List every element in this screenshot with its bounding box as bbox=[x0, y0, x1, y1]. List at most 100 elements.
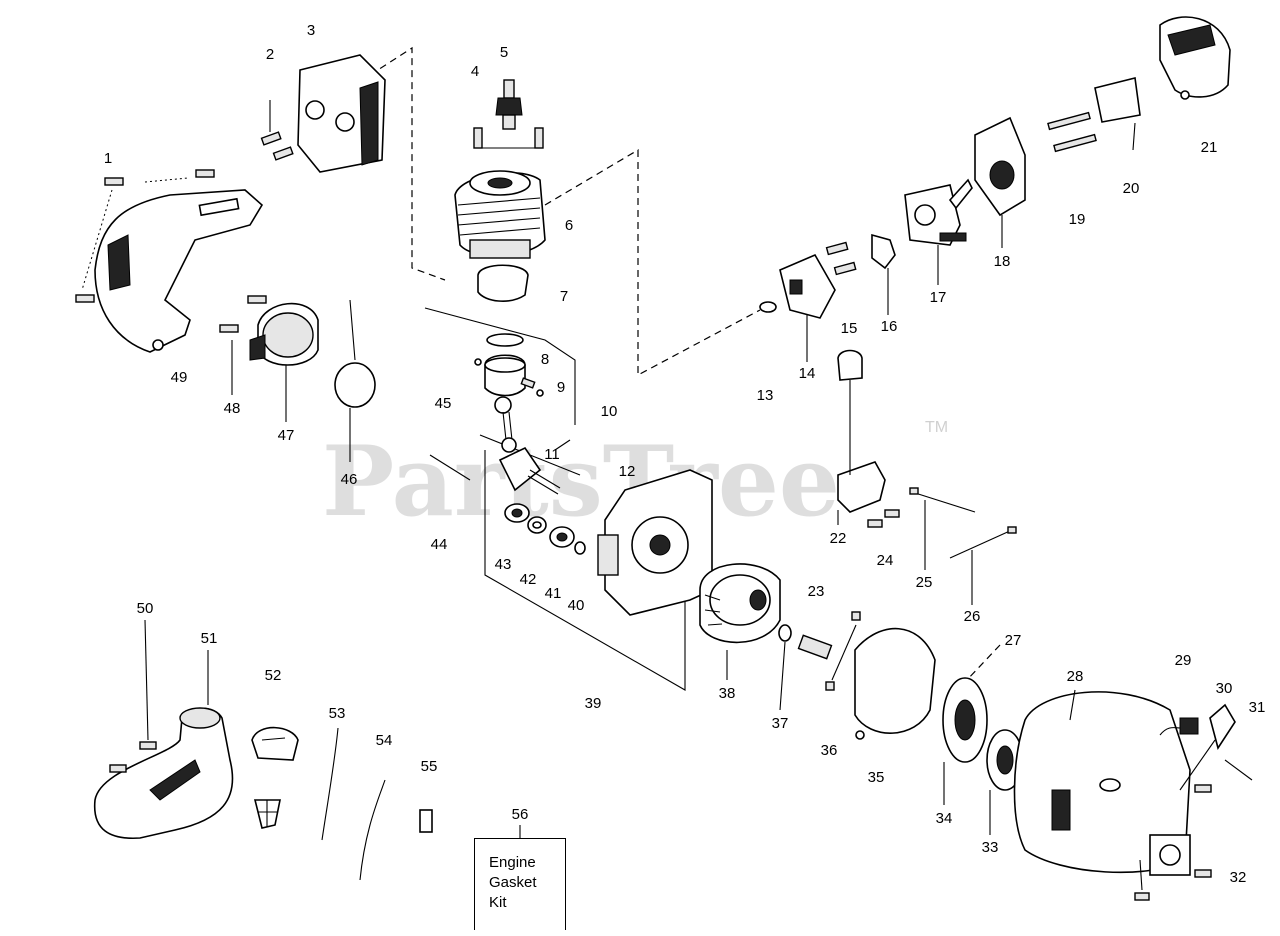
callout-9: 9 bbox=[557, 379, 565, 396]
part-30-handle bbox=[1179, 703, 1236, 791]
callout-23: 23 bbox=[808, 583, 825, 600]
part-43-bearing bbox=[504, 503, 530, 523]
callout-35: 35 bbox=[868, 769, 885, 786]
part-51-fuel-tank bbox=[93, 707, 234, 840]
part-25-wire bbox=[909, 487, 976, 513]
part-10-piston bbox=[474, 354, 544, 397]
part-38-flywheel bbox=[699, 563, 781, 644]
callout-12: 12 bbox=[619, 463, 636, 480]
screws-19 bbox=[1047, 111, 1097, 153]
callout-53: 53 bbox=[329, 705, 346, 722]
part-16-gasket bbox=[871, 233, 896, 270]
screws-24 bbox=[867, 509, 900, 528]
callout-40: 40 bbox=[568, 597, 585, 614]
part-12-crankcase bbox=[597, 469, 713, 616]
kit-label-line-1: Engine bbox=[489, 854, 536, 871]
screws-50 bbox=[109, 741, 157, 773]
part-45-conrod bbox=[494, 396, 517, 453]
callout-14: 14 bbox=[799, 365, 816, 382]
part-54-fuel-line bbox=[359, 779, 386, 881]
callout-2: 2 bbox=[266, 46, 274, 63]
part-3-filter-cover bbox=[297, 54, 386, 173]
part-41-bearing bbox=[549, 526, 586, 555]
callout-30: 30 bbox=[1216, 680, 1233, 697]
callout-42: 42 bbox=[520, 571, 537, 588]
callout-17: 17 bbox=[930, 289, 947, 306]
part-11-crankshaft bbox=[498, 446, 561, 495]
part-17-carburetor bbox=[904, 178, 973, 246]
callout-54: 54 bbox=[376, 732, 393, 749]
watermark-trademark: TM bbox=[925, 419, 948, 436]
part-20-filter bbox=[1094, 77, 1141, 123]
callout-44: 44 bbox=[431, 536, 448, 553]
part-21-filter-cover bbox=[1159, 16, 1231, 100]
engine-gasket-kit-box: Engine Gasket Kit bbox=[474, 838, 566, 930]
callout-22: 22 bbox=[830, 530, 847, 547]
part-34-starter-pulley bbox=[942, 677, 988, 763]
callout-31: 31 bbox=[1249, 699, 1266, 716]
callout-7: 7 bbox=[560, 288, 568, 305]
screws-4 bbox=[473, 127, 544, 149]
callout-38: 38 bbox=[719, 685, 736, 702]
callout-25: 25 bbox=[916, 574, 933, 591]
callout-37: 37 bbox=[772, 715, 789, 732]
callout-20: 20 bbox=[1123, 180, 1140, 197]
callout-33: 33 bbox=[982, 839, 999, 856]
callout-24: 24 bbox=[877, 552, 894, 569]
screws-2 bbox=[260, 100, 294, 161]
callout-47: 47 bbox=[278, 427, 295, 444]
part-26-wire bbox=[949, 526, 1017, 559]
callout-1: 1 bbox=[104, 150, 112, 167]
callout-49: 49 bbox=[171, 369, 188, 386]
kit-label-line-2: Gasket bbox=[489, 874, 537, 891]
callout-leaders bbox=[144, 122, 1136, 835]
part-6-cylinder bbox=[454, 170, 546, 259]
callout-27: 27 bbox=[1005, 632, 1022, 649]
callout-39: 39 bbox=[585, 695, 602, 712]
part-15-intake-adapter bbox=[779, 253, 836, 319]
part-22-ignition-coil bbox=[837, 349, 886, 513]
callout-19: 19 bbox=[1069, 211, 1086, 228]
screws-15 bbox=[825, 241, 857, 276]
callout-8: 8 bbox=[541, 351, 549, 368]
screws-48 bbox=[219, 295, 267, 333]
callout-6: 6 bbox=[565, 217, 573, 234]
part-46-o-ring bbox=[334, 362, 376, 408]
callout-41: 41 bbox=[545, 585, 562, 602]
part-53-fuel-line bbox=[321, 727, 339, 841]
callout-26: 26 bbox=[964, 608, 981, 625]
part-7-gasket bbox=[477, 264, 529, 302]
part-18-filter-base bbox=[974, 116, 1026, 217]
kit-label-line-3: Kit bbox=[489, 894, 507, 911]
callout-3: 3 bbox=[307, 22, 315, 39]
part-55-grommet bbox=[419, 809, 433, 833]
part-42-seal bbox=[527, 516, 547, 534]
part-8-piston-ring bbox=[486, 333, 524, 347]
callout-4: 4 bbox=[471, 63, 479, 80]
callout-34: 34 bbox=[936, 810, 953, 827]
callout-10: 10 bbox=[601, 403, 618, 420]
callout-56: 56 bbox=[512, 806, 529, 823]
part-49-engine-shroud bbox=[94, 189, 264, 353]
part-52-fuel-cap bbox=[251, 726, 299, 829]
part-37-washer bbox=[778, 624, 792, 642]
part-5-spark-plug bbox=[495, 79, 523, 130]
callout-labels: 1 2 3 4 5 6 7 8 9 10 11 12 13 14 15 16 1… bbox=[104, 22, 1266, 886]
callout-48: 48 bbox=[224, 400, 241, 417]
callout-29: 29 bbox=[1175, 652, 1192, 669]
watermark: PartsTree bbox=[322, 425, 840, 538]
callout-32: 32 bbox=[1230, 869, 1247, 886]
callout-50: 50 bbox=[137, 600, 154, 617]
part-35-fan-housing bbox=[854, 627, 936, 734]
callout-16: 16 bbox=[881, 318, 898, 335]
callout-51: 51 bbox=[201, 630, 218, 647]
callout-46: 46 bbox=[341, 471, 358, 488]
callout-55: 55 bbox=[421, 758, 438, 775]
callout-52: 52 bbox=[265, 667, 282, 684]
callout-11: 11 bbox=[544, 446, 560, 463]
part-47-clutch-housing bbox=[249, 302, 319, 366]
screws-32 bbox=[1134, 784, 1212, 901]
callout-45: 45 bbox=[435, 395, 452, 412]
